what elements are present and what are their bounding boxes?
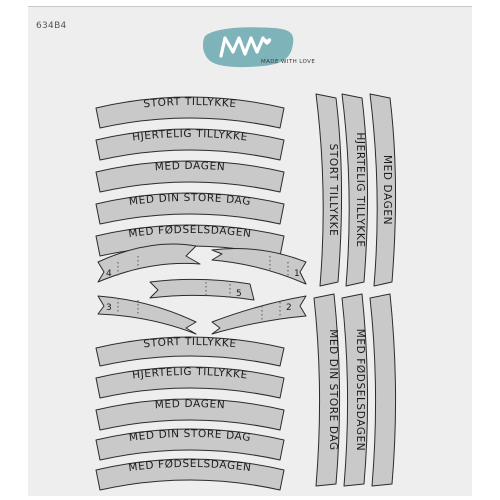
vertical-strip-top-1: STORT TILLYKKE — [315, 93, 343, 287]
vertical-strip-top-3: MED DAGEN — [369, 93, 397, 287]
svg-text:MED DIN STORE DAG: MED DIN STORE DAG — [327, 329, 339, 450]
svg-text:HJERTELIG TILLYKKE: HJERTELIG TILLYKKE — [132, 128, 249, 144]
pennant-left-bottom: 3 — [97, 295, 197, 335]
pennant-right-top: 1 — [211, 248, 307, 285]
vertical-strip-top-2: HJERTELIG TILLYKKE — [341, 93, 369, 287]
svg-text:MED DIN STORE DAG: MED DIN STORE DAG — [128, 428, 251, 444]
svg-text:MED FØDSELSDAGEN: MED FØDSELSDAGEN — [354, 329, 366, 452]
banner-bottom-1: STORT TILLYKKE — [95, 336, 285, 367]
banner-bottom-4: MED DIN STORE DAG — [95, 428, 285, 461]
banner-bottom-3: MED DAGEN — [95, 398, 285, 431]
brand-logo — [202, 22, 323, 76]
banner-top-1: STORT TILLYKKE — [95, 96, 285, 129]
svg-text:STORT TILLYKKE: STORT TILLYKKE — [143, 96, 237, 110]
svg-text:HJERTELIG TILLYKKE: HJERTELIG TILLYKKE — [354, 132, 366, 247]
svg-text:STORT TILLYKKE: STORT TILLYKKE — [143, 336, 237, 350]
banner-bottom-2: HJERTELIG TILLYKKE — [95, 366, 285, 399]
svg-text:5: 5 — [236, 289, 242, 299]
vertical-strip-bottom-3 — [369, 293, 397, 487]
svg-text:2: 2 — [286, 303, 292, 313]
svg-text:MED FØDSELSDAGEN: MED FØDSELSDAGEN — [128, 458, 252, 474]
svg-text:MED DAGEN: MED DAGEN — [154, 160, 225, 173]
svg-text:MED DIN STORE DAG: MED DIN STORE DAG — [128, 192, 251, 208]
svg-text:STORT TILLYKKE: STORT TILLYKKE — [327, 144, 339, 237]
pennant-left-top: 4 — [97, 243, 201, 283]
vertical-strip-bottom-2: MED FØDSELSDAGEN — [341, 293, 369, 487]
svg-text:1: 1 — [294, 269, 300, 279]
svg-text:4: 4 — [106, 269, 112, 279]
card-top-border — [28, 6, 472, 7]
banner-top-2: HJERTELIG TILLYKKE — [95, 128, 285, 161]
pennant-middle: 5 — [149, 278, 255, 301]
banner-top-3: MED DAGEN — [95, 160, 285, 193]
svg-text:MED FØDSELSDAGEN: MED FØDSELSDAGEN — [128, 224, 252, 240]
banner-bottom-5: MED FØDSELSDAGEN — [95, 458, 285, 491]
svg-text:MED DAGEN: MED DAGEN — [381, 155, 393, 225]
logo-tagline: MADE WITH LOVE — [261, 59, 316, 65]
banner-top-4: MED DIN STORE DAG — [95, 192, 285, 225]
svg-text:HJERTELIG TILLYKKE: HJERTELIG TILLYKKE — [132, 366, 249, 382]
svg-text:3: 3 — [106, 303, 112, 313]
svg-text:MED DAGEN: MED DAGEN — [154, 398, 225, 411]
logo-brush-mark — [202, 27, 294, 68]
vertical-strip-bottom-1: MED DIN STORE DAG — [313, 293, 341, 487]
product-sku: 634B4 — [36, 21, 67, 31]
pennant-right-bottom: 2 — [211, 295, 307, 335]
